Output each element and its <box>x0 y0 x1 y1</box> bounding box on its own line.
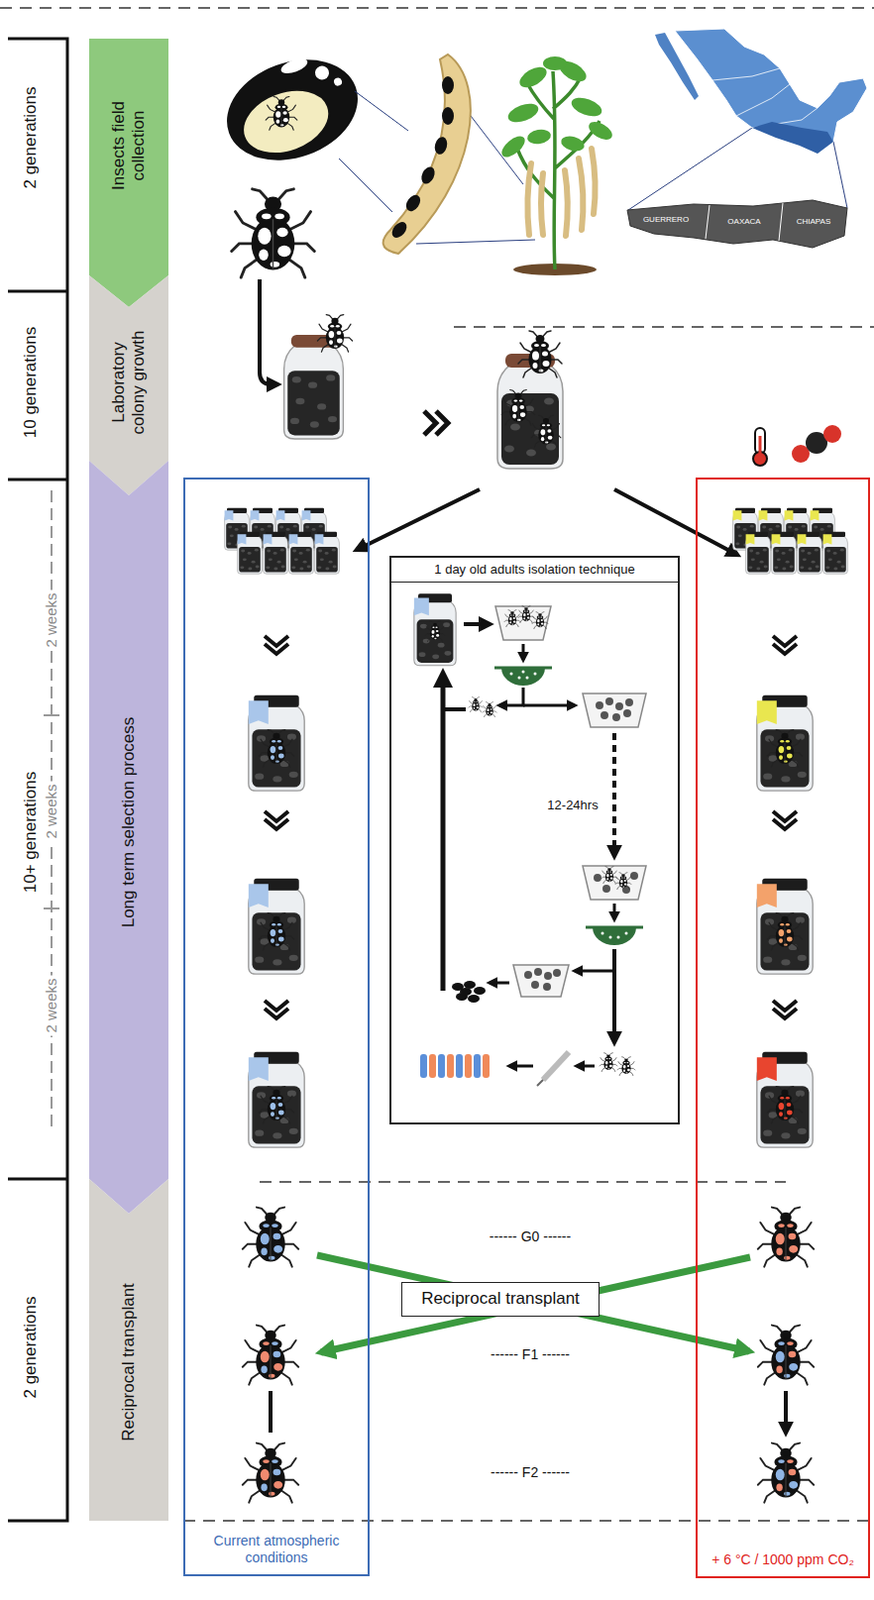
duration-label: 2 weeks <box>42 975 60 1036</box>
bracket-label: 10+ generations <box>20 771 41 893</box>
flow-arrow <box>259 279 278 385</box>
label-wrap: 2 weeks <box>42 975 60 1036</box>
state-label: CHIAPAS <box>796 217 832 226</box>
mexico-map <box>655 28 868 154</box>
bean-plant <box>498 56 616 276</box>
time-label: 12-24hrs <box>546 798 598 814</box>
technique-inset: 1 day old adults isolation technique <box>389 555 680 1125</box>
band-label-wrap: Reciprocal transplant <box>118 1283 139 1442</box>
label-wrap: ------ G0 ------ <box>486 1228 574 1245</box>
stage-band: Long term selection process <box>89 460 169 1214</box>
beetle <box>501 390 535 427</box>
states-map <box>627 200 848 248</box>
duration-label: 2 weeks <box>42 589 60 651</box>
bracket-label: 2 generations <box>20 1296 41 1399</box>
jar <box>284 334 344 439</box>
label-wrap: 10 generations <box>20 327 41 438</box>
bean-pod <box>383 54 471 254</box>
label-wrap: ------ F1 ------ <box>487 1346 573 1363</box>
stage-band: Insects field collection <box>89 38 169 308</box>
label-wrap: OAXACA <box>727 217 761 226</box>
label-wrap: 2 generations <box>20 86 41 189</box>
generation-label: ------ F2 ------ <box>487 1464 573 1481</box>
label-wrap: 10+ generations <box>20 771 41 893</box>
jar-series <box>757 636 813 1148</box>
generation-label: ------ F1 ------ <box>487 1346 573 1363</box>
band-label-wrap: Long term selection process <box>118 717 139 929</box>
flow-arrow <box>614 489 738 555</box>
band-label: Insects field collection <box>109 84 148 209</box>
label-wrap: GUERRERO <box>643 215 689 224</box>
panel-label: Current atmospheric conditions <box>191 1532 362 1567</box>
isolation-steps <box>414 593 647 1087</box>
process-box: Reciprocal transplant <box>401 1282 600 1317</box>
label-wrap: ------ F2 ------ <box>487 1464 573 1481</box>
band-label-wrap: Laboratory colony growth <box>109 321 148 445</box>
label-wrap: CHIAPAS <box>796 217 832 226</box>
inset-title: 1 day old adults isolation technique <box>391 557 678 583</box>
label-wrap: 12-24hrs <box>546 798 598 814</box>
jar-series <box>248 636 305 1148</box>
climate-icons <box>753 425 842 466</box>
jar-cluster <box>224 508 340 574</box>
jar-cluster <box>733 508 849 574</box>
transplant-arrows <box>317 1255 751 1353</box>
beetle <box>531 415 561 447</box>
label-wrap: 2 weeks <box>42 589 60 651</box>
beetle <box>231 189 316 278</box>
state-label: OAXACA <box>727 217 761 226</box>
band-label: Reciprocal transplant <box>118 1283 139 1442</box>
box-label: Reciprocal transplant <box>421 1289 580 1310</box>
larva-in-seed <box>265 96 298 130</box>
flow-arrow <box>356 489 480 550</box>
stage-band: Reciprocal transplant <box>89 1179 169 1522</box>
stage-band: Laboratory colony growth <box>89 275 169 496</box>
label-wrap: 2 generations <box>20 1296 41 1399</box>
band-label-wrap: Insects field collection <box>109 84 148 209</box>
panel-label: + 6 °C / 1000 ppm CO₂ <box>711 1551 855 1569</box>
duration-label: 2 weeks <box>42 780 60 842</box>
seed-drawing <box>213 42 373 179</box>
beetle <box>518 330 562 378</box>
beetle <box>317 315 352 353</box>
condition-panel: + 6 °C / 1000 ppm CO₂ <box>695 477 871 1579</box>
generation-label: ------ G0 ------ <box>486 1228 574 1245</box>
band-label: Laboratory colony growth <box>109 321 148 445</box>
separator-lines <box>0 7 874 1522</box>
band-label: Long term selection process <box>118 717 139 929</box>
chevron <box>424 411 448 436</box>
state-label: GUERRERO <box>643 215 689 224</box>
label-wrap: 2 weeks <box>42 780 60 842</box>
weeks-timeline <box>43 490 60 1130</box>
condition-panel: Current atmospheric conditions <box>183 477 370 1577</box>
bracket-label: 2 generations <box>20 86 41 189</box>
generation-bracket <box>7 38 68 1522</box>
generation-beetles <box>242 1207 814 1504</box>
bracket-label: 10 generations <box>20 327 41 438</box>
